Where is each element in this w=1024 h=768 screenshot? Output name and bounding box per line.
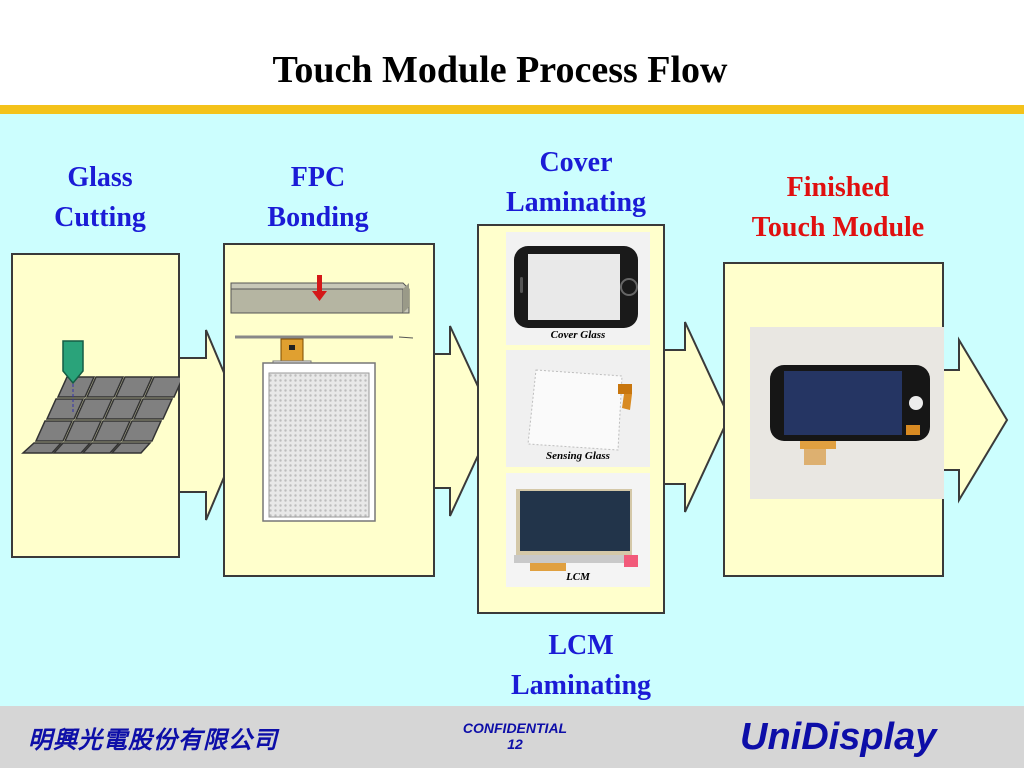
stage-label-fpc-bonding: FPC Bonding	[238, 158, 398, 238]
photo-caption-cover-glass: Cover Glass	[550, 329, 606, 341]
panel-fpc-bonding	[223, 243, 435, 577]
stage-label-line: Laminating	[505, 187, 647, 218]
stage-label-line: FPC	[290, 162, 346, 193]
stage-label-line: Glass	[67, 162, 133, 193]
cutter-wheel-icon	[62, 340, 84, 385]
stage-label-line: Laminating	[510, 670, 652, 701]
photo-caption-lcm: LCM	[566, 571, 590, 583]
photo-lcm: LCM	[506, 473, 650, 587]
bonding-head	[230, 282, 410, 314]
flow-arrow-4	[934, 336, 1009, 504]
glass-sheet-grid	[21, 376, 180, 454]
stage-label-glass-cutting: Glass Cutting	[20, 158, 180, 238]
stage-label-finished: Finished Touch Module	[720, 168, 956, 248]
finished-module-image	[750, 327, 944, 499]
stage-label-lcm-laminating: LCM Laminating	[476, 626, 686, 706]
press-down-arrow-icon	[312, 275, 327, 301]
confidential-label: CONFIDENTIAL	[462, 720, 568, 736]
footer-company-name: 明興光電股份有限公司	[28, 726, 278, 754]
page-number: 12	[507, 736, 523, 752]
cover-glass-image	[506, 232, 650, 345]
photo-cover-glass: Cover Glass	[506, 232, 650, 345]
film-lead	[398, 336, 414, 339]
lcm-image	[506, 473, 650, 587]
title-divider	[0, 105, 1024, 114]
footer-confidential: CONFIDENTIAL 12	[440, 720, 590, 752]
sensing-glass-image	[506, 350, 650, 467]
fpc-bonding-illustration	[230, 275, 414, 522]
stage-label-line: Cutting	[54, 202, 146, 233]
panel-finished	[723, 262, 944, 577]
stage-label-line: LCM	[548, 630, 614, 661]
stage-label-line: Touch Module	[751, 212, 925, 243]
photo-sensing-glass: Sensing Glass	[506, 350, 650, 467]
photo-caption-sensing-glass: Sensing Glass	[546, 450, 610, 462]
stage-label-line: Cover	[539, 147, 613, 178]
footer: 明興光電股份有限公司 CONFIDENTIAL 12 UniDisplay	[0, 706, 1024, 768]
stage-label-line: Bonding	[267, 202, 369, 233]
glass-cutting-illustration	[21, 340, 180, 454]
panel-glass-cutting	[11, 253, 180, 558]
page-title: Touch Module Process Flow	[272, 49, 728, 91]
stage-label-cover-laminating: Cover Laminating	[476, 143, 676, 223]
fpc-connector	[280, 338, 304, 364]
stage-label-line: Finished	[786, 172, 890, 203]
photo-finished-module	[750, 327, 944, 499]
brand-logo: UniDisplay	[740, 716, 937, 758]
panel-laminating: Cover Glass Sensing Glass LCM	[477, 224, 665, 614]
